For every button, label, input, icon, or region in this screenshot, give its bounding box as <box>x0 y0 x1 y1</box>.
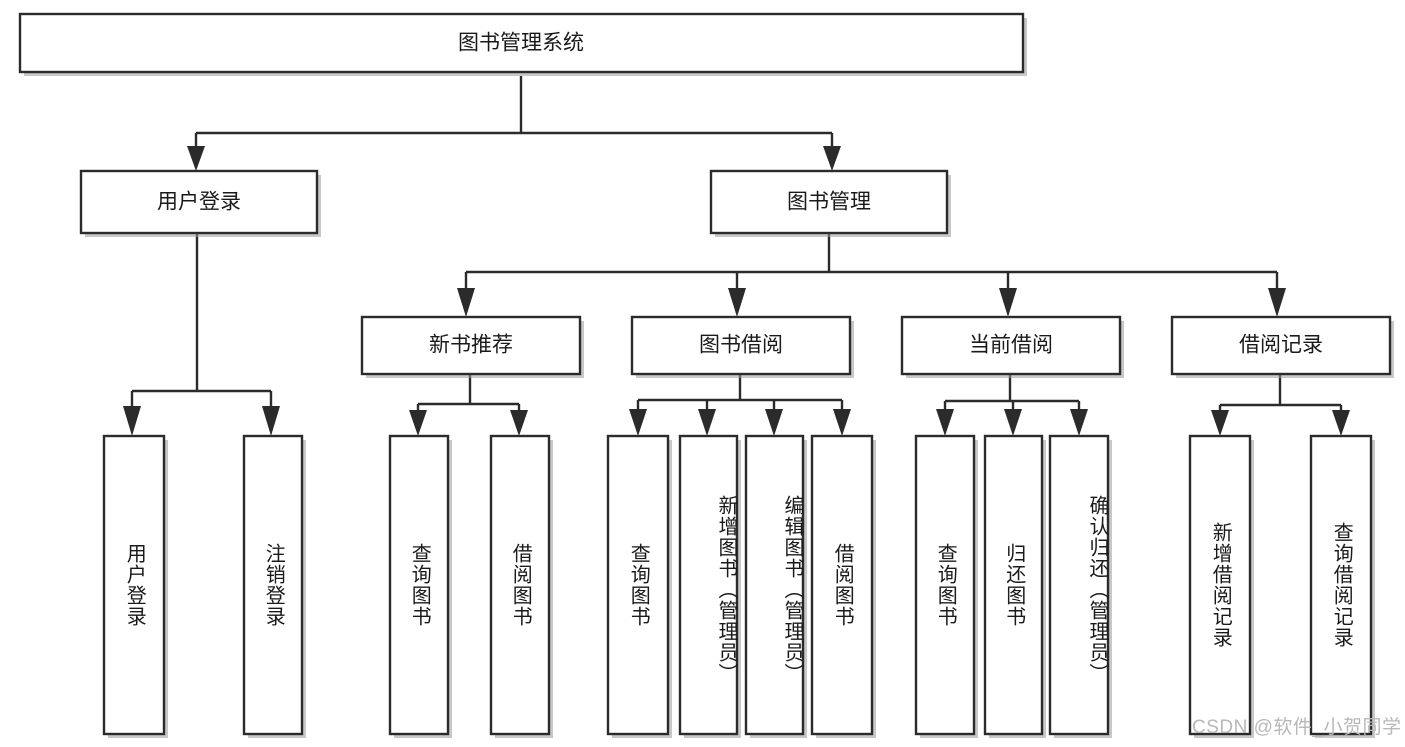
node-leaf-borrow-book-1[interactable] <box>489 434 551 736</box>
arrow-head-leaf-query-record <box>1332 410 1350 436</box>
arrow-head-leaf-borrow-book-1 <box>510 410 528 436</box>
arrow-head-new-book-rec <box>457 288 475 317</box>
label-current-borrow: 当前借阅 <box>969 334 1053 357</box>
arrow-head-leaf-edit-book <box>765 409 783 436</box>
arrow-head-leaf-user-login <box>123 406 141 436</box>
arrow-head-leaf-query-book-1 <box>409 410 427 436</box>
node-book-manage[interactable] <box>709 169 949 235</box>
node-leaf-add-record[interactable] <box>1188 434 1252 736</box>
node-current-borrow[interactable] <box>900 315 1122 376</box>
node-leaf-user-login[interactable] <box>102 434 166 736</box>
arrow-head-current-borrow <box>999 288 1017 317</box>
node-leaf-edit-book[interactable] <box>744 434 805 736</box>
label-root: 图书管理系统 <box>458 32 584 55</box>
label-new-book-rec: 新书推荐 <box>429 334 513 357</box>
arrow-head-leaf-return-book <box>1004 409 1022 436</box>
arrow-head-book-borrow <box>728 288 746 317</box>
arrow-head-leaf-confirm-return <box>1070 409 1088 436</box>
arrow-head-leaf-query-book-3 <box>936 409 954 436</box>
node-new-book-rec[interactable] <box>360 315 582 376</box>
label-layer-horizontal: 图书管理系统 用户登录 图书管理 新书推荐 图书借阅 当前借阅 借阅记录 <box>157 32 1323 357</box>
connector-layer <box>123 76 1350 436</box>
arrow-head-borrow-record <box>1268 288 1286 317</box>
label-book-manage: 图书管理 <box>787 191 871 214</box>
node-book-borrow[interactable] <box>630 315 852 376</box>
box-layer <box>18 12 1392 736</box>
node-leaf-confirm-return[interactable] <box>1048 434 1110 736</box>
node-borrow-record[interactable] <box>1170 315 1392 376</box>
node-leaf-query-book-3[interactable] <box>914 434 976 736</box>
arrow-head-leaf-query-book-2 <box>629 409 647 436</box>
arrow-head-leaf-borrow-book-2 <box>833 409 851 436</box>
node-leaf-query-book-1[interactable] <box>388 434 450 736</box>
arrow-head-book-manage <box>823 146 841 171</box>
node-leaf-return-book[interactable] <box>983 434 1044 736</box>
arrow-head-leaf-logout-login <box>262 406 280 436</box>
label-user-login: 用户登录 <box>157 191 241 214</box>
node-leaf-query-record[interactable] <box>1309 434 1373 736</box>
node-user-login[interactable] <box>79 169 319 235</box>
arrow-head-leaf-add-record <box>1211 410 1229 436</box>
arrow-head-leaf-add-book <box>698 409 716 436</box>
watermark-text: CSDN @软件_小贺同学 <box>1192 717 1402 738</box>
node-leaf-borrow-book-2[interactable] <box>810 434 874 736</box>
node-leaf-add-book[interactable] <box>678 434 739 736</box>
node-leaf-logout-login[interactable] <box>242 434 304 736</box>
label-book-borrow: 图书借阅 <box>699 334 783 357</box>
label-borrow-record: 借阅记录 <box>1239 334 1323 357</box>
node-leaf-query-book-2[interactable] <box>606 434 670 736</box>
arrow-head-user-login <box>187 146 205 171</box>
node-root[interactable] <box>18 12 1025 74</box>
